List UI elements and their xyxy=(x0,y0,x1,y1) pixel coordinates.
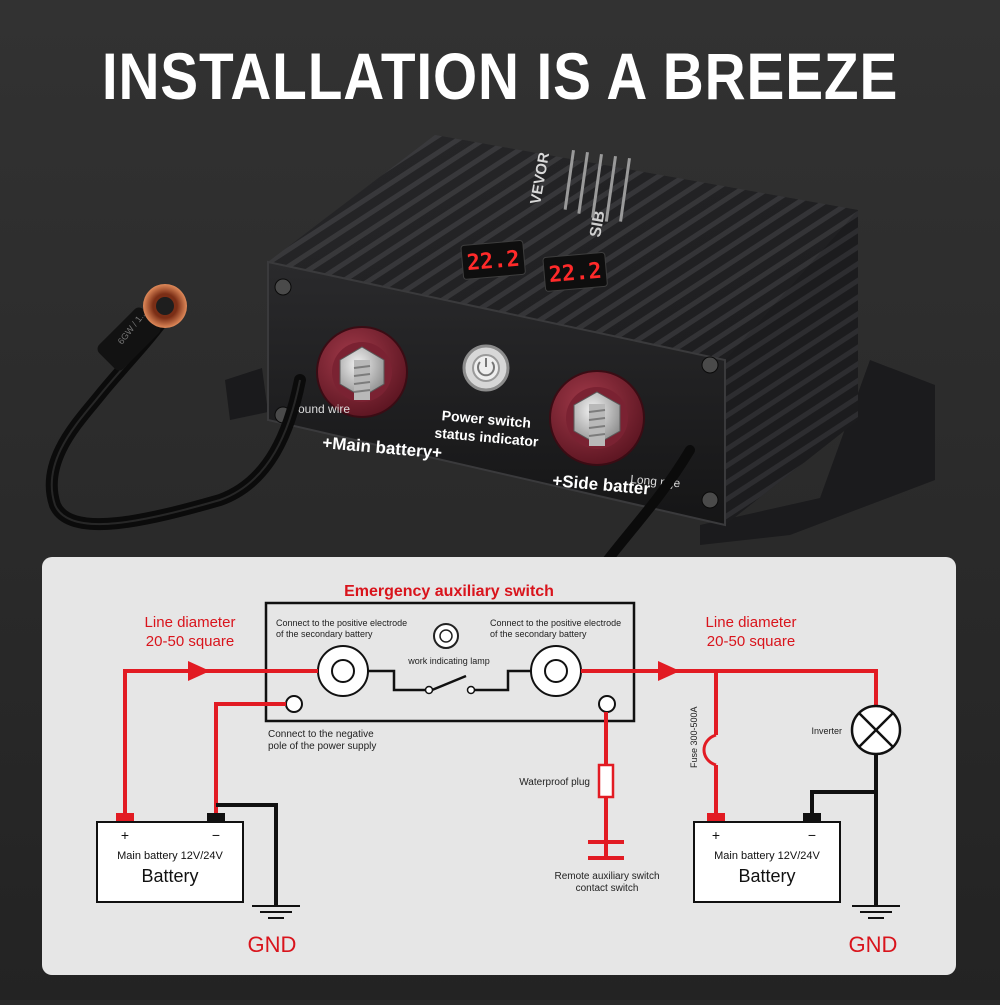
remote-terminal-icon xyxy=(598,695,616,713)
ground-icon xyxy=(852,905,900,919)
battery-right: + − Main battery 12V/24V Battery xyxy=(693,813,841,903)
gnd-label-left: GND xyxy=(248,932,297,957)
battery-plus-label: + xyxy=(712,827,720,843)
arrow-icon xyxy=(658,661,680,681)
fuse-label: Fuse 300-500A xyxy=(689,706,699,768)
note-positive-right: Connect to the positive electrode xyxy=(490,618,621,628)
diagram-terminal-left-icon xyxy=(317,645,369,697)
battery-minus-label: − xyxy=(808,827,816,843)
internal-switch xyxy=(368,669,531,692)
battery-name-label: Battery xyxy=(141,866,198,886)
switch-box xyxy=(264,601,636,723)
side-battery-terminal xyxy=(549,370,645,466)
line-diameter-right-2: 20-50 square xyxy=(707,633,795,650)
ground-cable: 6GW / 1... xyxy=(45,284,695,575)
battery-plus-label: + xyxy=(121,827,129,843)
note-negative-2: pole of the power supply xyxy=(268,741,376,752)
spec-label-lines xyxy=(563,150,631,222)
screw-icon xyxy=(701,491,719,509)
inverter-label: Inverter xyxy=(811,726,842,736)
note-positive-left: Connect to the positive electrode xyxy=(276,618,407,628)
switch-title: Emergency auxiliary switch xyxy=(344,583,554,600)
black-wires xyxy=(216,754,878,905)
waterproof-plug-icon xyxy=(597,763,615,799)
wiring-diagram: Emergency auxiliary switch Connect to th… xyxy=(42,557,956,975)
product-photo: 22.2 22.2 VEVOR SIB xyxy=(45,135,935,575)
label-ground-wire: round wire xyxy=(294,402,350,416)
battery-name-label: Battery xyxy=(738,866,795,886)
line-diameter-right: Line diameter xyxy=(706,614,797,631)
line-diameter-left: Line diameter xyxy=(145,614,236,631)
arrow-icon xyxy=(188,661,210,681)
lamp-label: work indicating lamp xyxy=(407,656,490,666)
front-labels: round wire +Main battery+ Power switch s… xyxy=(294,402,681,499)
svg-text:22.2: 22.2 xyxy=(548,259,603,289)
battery-positive-terminal xyxy=(707,813,725,823)
battery-minus-label: − xyxy=(212,827,220,843)
voltage-display-right: 22.2 xyxy=(542,252,608,292)
battery-negative-terminal xyxy=(803,813,821,823)
gnd-label-right: GND xyxy=(849,932,898,957)
battery-body xyxy=(96,821,244,903)
battery-body xyxy=(693,821,841,903)
note-positive-right-2: of the secondary battery xyxy=(490,629,587,639)
plug-label: Waterproof plug xyxy=(519,777,590,788)
diagram-terminal-right-icon xyxy=(530,645,582,697)
battery-sub-label: Main battery 12V/24V xyxy=(117,850,223,862)
screw-icon xyxy=(701,356,719,374)
battery-sub-label: Main battery 12V/24V xyxy=(714,850,820,862)
switch-contact-icon xyxy=(424,685,434,695)
line-diameter-left-2: 20-50 square xyxy=(146,633,234,650)
work-lamp-icon xyxy=(433,623,459,649)
battery-left: + − Main battery 12V/24V Battery xyxy=(96,813,244,903)
inverter-icon xyxy=(850,704,902,756)
battery-positive-terminal xyxy=(116,813,134,823)
remote-label-2: contact switch xyxy=(576,883,639,894)
fuse-icon xyxy=(702,733,717,767)
remote-switch-contact-icon xyxy=(588,840,624,860)
negative-terminal-icon xyxy=(285,695,303,713)
switch-contact-icon xyxy=(466,685,476,695)
power-button-icon xyxy=(462,344,510,392)
main-battery-terminal xyxy=(316,326,408,418)
note-positive-left-2: of the secondary battery xyxy=(276,629,373,639)
cable-sleeve xyxy=(97,307,161,371)
svg-text:22.2: 22.2 xyxy=(466,247,521,277)
label-power-switch: Power switch xyxy=(441,407,532,431)
mount-plate-right xyxy=(700,360,935,545)
note-negative: Connect to the negative xyxy=(268,729,374,740)
remote-label: Remote auxiliary switch xyxy=(554,871,659,882)
screw-icon xyxy=(274,278,292,296)
mount-plate-left xyxy=(225,368,268,420)
page-title: INSTALLATION IS A BREEZE xyxy=(101,39,899,113)
ground-icon xyxy=(252,905,300,919)
battery-negative-terminal xyxy=(207,813,225,823)
voltage-display-left: 22.2 xyxy=(460,240,526,280)
